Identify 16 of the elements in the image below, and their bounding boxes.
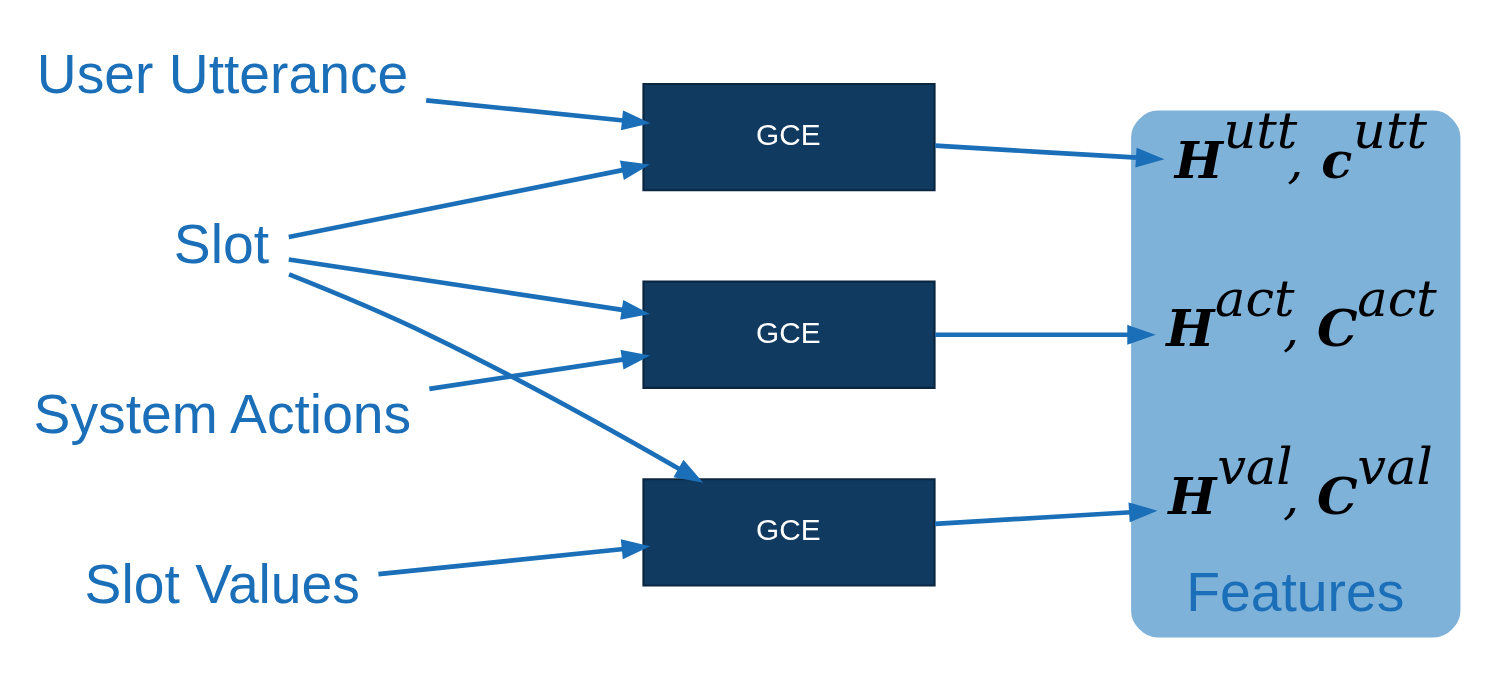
- node-text: System Actions: [33, 382, 412, 445]
- arrow: [288, 271, 704, 483]
- node-box: GCE: [642, 82, 936, 191]
- arrow: [378, 538, 651, 576]
- arrow: [288, 159, 650, 239]
- arrow: [429, 349, 651, 391]
- node-text: Slot Values: [84, 552, 360, 615]
- arrow: [935, 324, 1156, 345]
- arrow: [425, 97, 651, 130]
- node-text: User Utterance: [36, 42, 409, 105]
- node-box: GCE: [642, 280, 936, 389]
- arrow: [934, 501, 1158, 526]
- arrow: [288, 256, 650, 320]
- arrow: [935, 142, 1165, 168]
- node-box: GCE: [642, 477, 936, 587]
- node-text: Slot: [173, 212, 270, 275]
